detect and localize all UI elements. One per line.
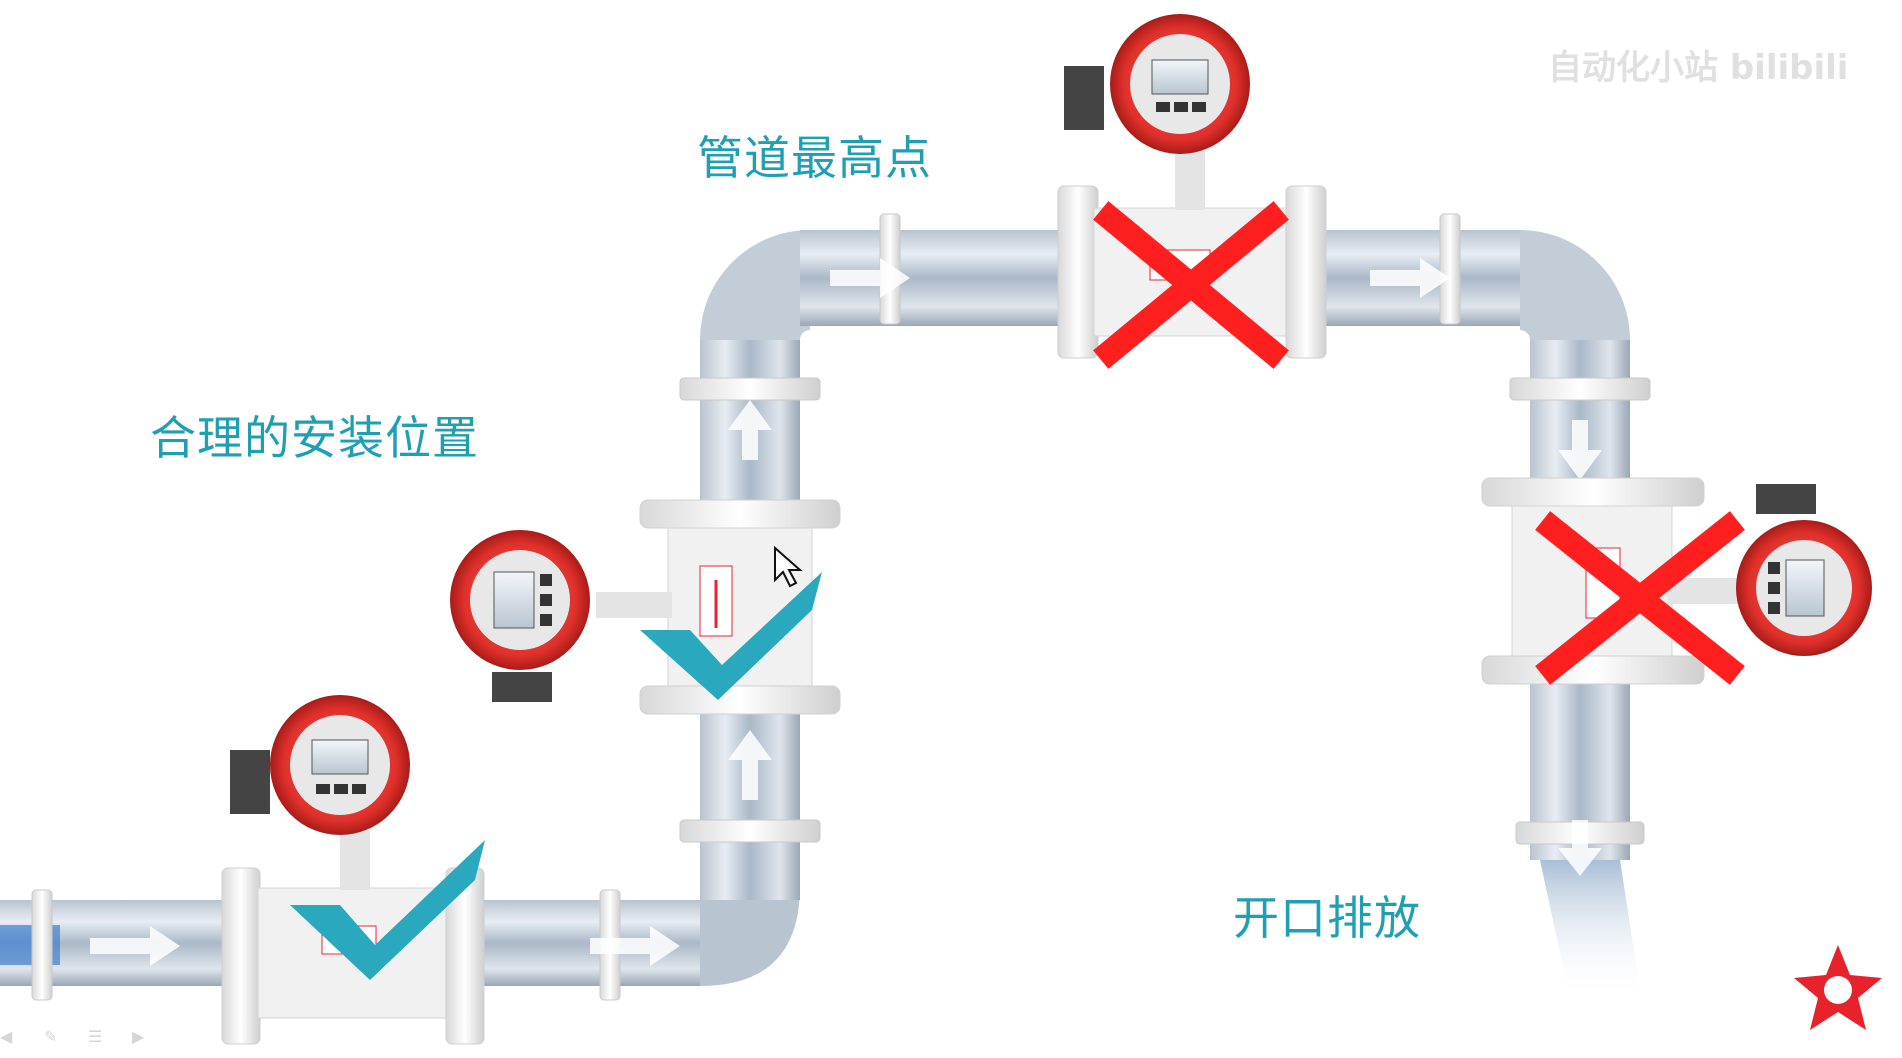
label-open-discharge: 开口排放 bbox=[1233, 891, 1421, 945]
meter-head bbox=[1064, 14, 1250, 154]
prev-arrow-icon[interactable]: ◀ bbox=[0, 1027, 13, 1046]
arrow-icon bbox=[728, 730, 772, 800]
meter-head bbox=[230, 695, 410, 835]
pen-icon[interactable]: ✎ bbox=[44, 1027, 58, 1046]
watermark: 自动化小站 bilibili bbox=[1548, 48, 1849, 88]
star-logo-icon bbox=[1794, 945, 1882, 1030]
slide-controls: ◀ ✎ ☰ ▶ bbox=[0, 1027, 154, 1046]
arrow-icon bbox=[830, 258, 910, 298]
arrow-icon bbox=[728, 400, 772, 460]
arrow-icon bbox=[590, 926, 680, 966]
menu-icon[interactable]: ☰ bbox=[88, 1027, 103, 1046]
arrow-icon bbox=[1370, 258, 1450, 298]
flowmeter-bottom bbox=[221, 695, 485, 1045]
cross-icon bbox=[1093, 201, 1289, 369]
label-pipe-highest-point: 管道最高点 bbox=[697, 131, 932, 185]
flowmeter-vertical-right bbox=[1481, 477, 1872, 685]
arrow-icon bbox=[1558, 820, 1602, 876]
arrow-icon bbox=[90, 926, 180, 966]
meter-head bbox=[1736, 484, 1872, 656]
cross-icon bbox=[1535, 511, 1745, 685]
next-arrow-icon[interactable]: ▶ bbox=[132, 1027, 145, 1046]
meter-head bbox=[450, 530, 590, 702]
cursor-icon bbox=[774, 545, 803, 588]
check-icon bbox=[290, 840, 485, 980]
check-icon bbox=[640, 572, 822, 700]
arrow-icon bbox=[1558, 420, 1602, 480]
flowmeter-vertical-left bbox=[450, 499, 841, 715]
flow-arrows bbox=[90, 258, 1602, 966]
label-reasonable-position: 合理的安装位置 bbox=[150, 411, 479, 465]
flowmeter-top bbox=[1057, 14, 1327, 359]
